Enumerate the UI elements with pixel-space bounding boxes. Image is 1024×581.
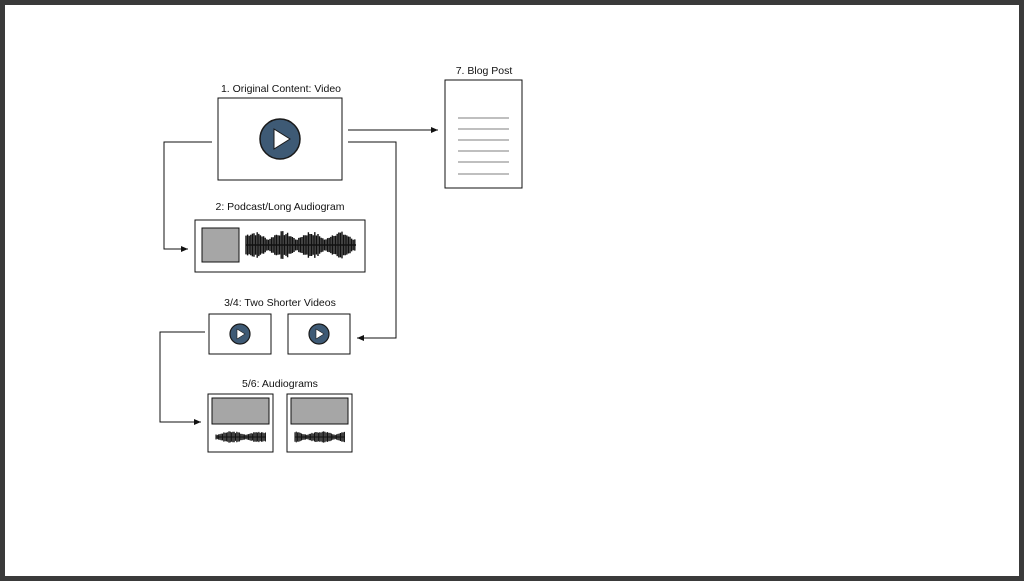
waveform-icon xyxy=(294,431,345,443)
blog-post-label: 7. Blog Post xyxy=(455,65,513,77)
podcast-label: 2: Podcast/Long Audiogram xyxy=(215,201,345,213)
arrow-video-to-short-videos xyxy=(348,141,397,341)
play-icon xyxy=(259,118,301,160)
short-video-2 xyxy=(287,313,351,355)
play-icon xyxy=(308,323,330,345)
original-video-label: 1. Original Content: Video xyxy=(220,83,342,95)
shorter-videos-label: 3/4: Two Shorter Videos xyxy=(224,297,336,309)
arrow-video-to-podcast xyxy=(163,141,212,252)
waveform-icon xyxy=(215,431,266,443)
audiogram-thumbnail xyxy=(211,397,270,425)
play-icon xyxy=(229,323,251,345)
podcast-thumbnail xyxy=(201,227,240,263)
audiogram-thumbnail xyxy=(290,397,349,425)
audiogram-2 xyxy=(286,393,353,453)
waveform-icon xyxy=(245,231,356,259)
audiogram-1 xyxy=(207,393,274,453)
blog-post-document xyxy=(444,79,523,189)
short-video-1 xyxy=(208,313,272,355)
audiograms-label: 5/6: Audiograms xyxy=(242,378,318,390)
podcast-box xyxy=(194,219,366,273)
arrow-short-videos-to-audiograms xyxy=(159,331,205,425)
document-icon xyxy=(458,117,509,175)
original-video-box xyxy=(217,97,343,181)
